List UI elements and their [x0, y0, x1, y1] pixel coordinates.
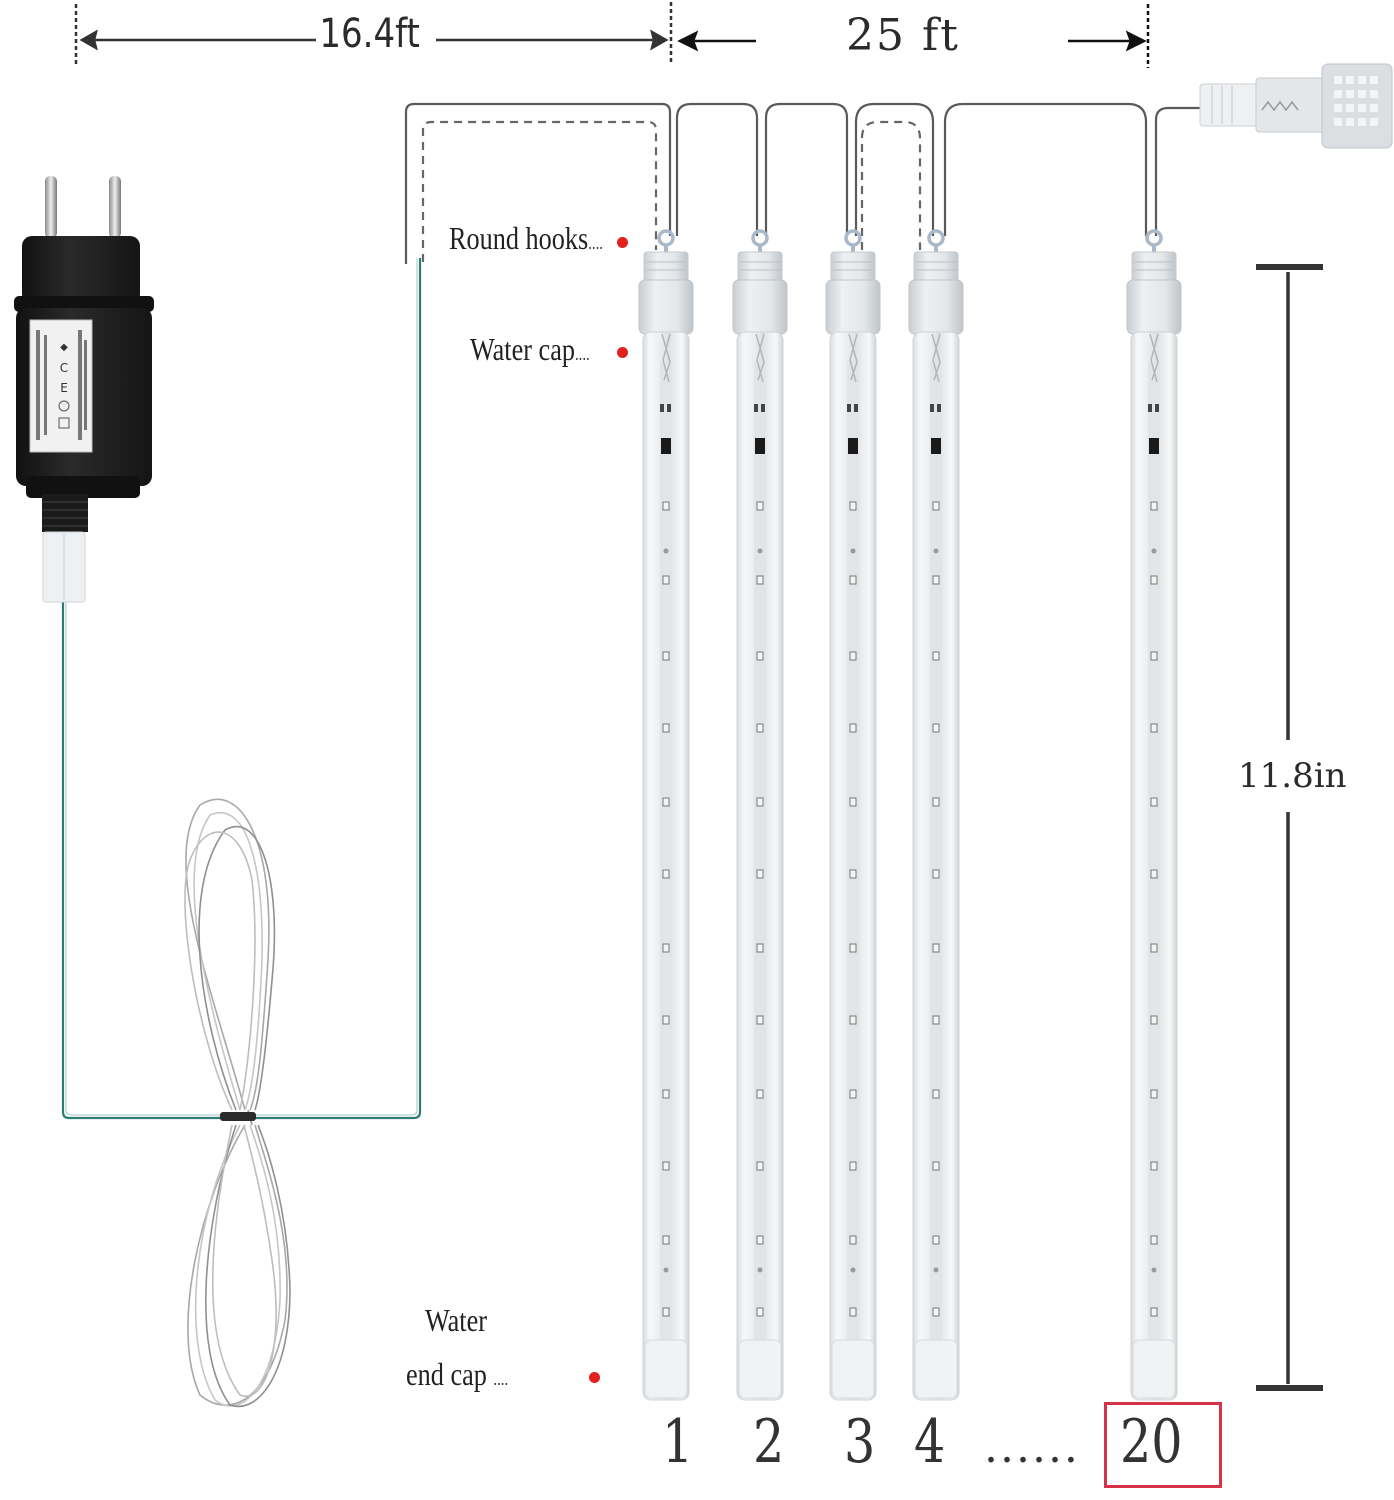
- tube-number-3: 3: [844, 1407, 876, 1477]
- cable-coil-icon: [184, 798, 291, 1408]
- end-connector-icon: [1199, 63, 1393, 149]
- tube-number-20: 20: [1120, 1407, 1183, 1477]
- callout-water-end-cap-line1: Water: [425, 1302, 487, 1338]
- led-tube-3: [824, 229, 882, 1402]
- dimension-line-16ft: [74, 2, 673, 64]
- tube-height-label: 11.8in: [1238, 756, 1347, 796]
- interconnect-cables: [404, 102, 1204, 264]
- highlight-box-20: [1104, 1402, 1222, 1488]
- dimension-line-height: [1256, 264, 1323, 1391]
- svg-text:◆: ◆: [60, 342, 68, 353]
- svg-text:C: C: [60, 361, 68, 375]
- callout-dot-water-end-cap: [589, 1372, 600, 1383]
- tube-number-4: 4: [914, 1407, 946, 1477]
- callout-round-hooks: Round hooks....: [449, 222, 637, 254]
- leader-dots: ....: [493, 1369, 509, 1389]
- callout-dot-water-cap: [617, 347, 628, 358]
- leader-dots: ....: [588, 233, 603, 253]
- led-tube-1: [637, 229, 695, 1402]
- tube-span-length-label: 25 ft: [846, 10, 960, 61]
- led-tube-20: [1125, 229, 1183, 1402]
- callout-water-end-cap-text: end cap: [406, 1356, 487, 1392]
- lead-cable-length-label: 16.4ft: [316, 14, 424, 54]
- dimension-line-25ft: [677, 4, 1150, 68]
- return-wires-dashed: [421, 120, 922, 262]
- leader-dots: ....: [574, 344, 590, 364]
- callout-water-cap-text: Water cap: [470, 331, 575, 367]
- callout-water-end-cap: end cap ....: [406, 1358, 531, 1390]
- led-tube-2: [731, 229, 789, 1402]
- callout-water-cap: Water cap....: [470, 333, 616, 365]
- cable-tie: [220, 1112, 256, 1121]
- callout-dot-round-hooks: [617, 237, 628, 248]
- tube-number-2: 2: [753, 1407, 785, 1477]
- tube-number-1: 1: [662, 1407, 694, 1477]
- led-tube-4: [907, 229, 965, 1402]
- callout-round-hooks-text: Round hooks: [449, 220, 589, 256]
- svg-text:E: E: [60, 381, 68, 395]
- eu-plug-adapter-icon: ◆ C E: [14, 176, 154, 603]
- tube-number-ellipsis: ......: [984, 1422, 1080, 1473]
